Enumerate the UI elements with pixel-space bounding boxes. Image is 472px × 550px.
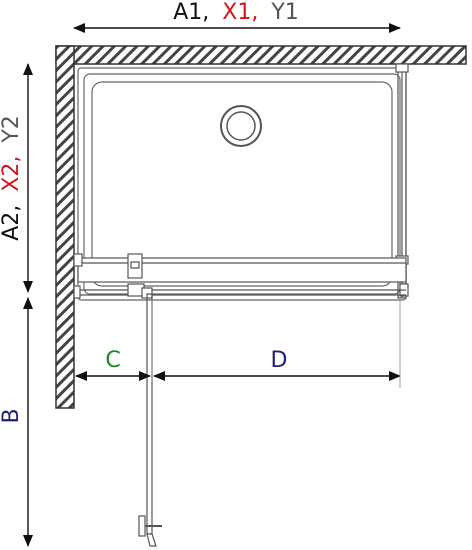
door-glass bbox=[146, 293, 153, 535]
mid-bar-clamp-inner bbox=[130, 261, 140, 269]
mid-bar-clamp bbox=[127, 253, 143, 279]
drain-outer bbox=[220, 105, 262, 147]
left-label-x2: X2, bbox=[0, 156, 24, 192]
door-handle-knob bbox=[138, 515, 146, 537]
right-top-clamp bbox=[395, 63, 409, 73]
stabilizer-bar bbox=[77, 257, 407, 283]
top-label-y1: Y1 bbox=[270, 0, 298, 25]
glass-panels bbox=[73, 63, 409, 299]
top-label-a1: A1, bbox=[173, 0, 209, 25]
left-label-a2: A2, bbox=[0, 205, 24, 241]
drain-inner bbox=[226, 111, 256, 141]
left-wall bbox=[55, 45, 75, 409]
wall-group bbox=[55, 45, 467, 409]
left-bar-clamp bbox=[73, 253, 83, 267]
left-rail-clamp bbox=[73, 285, 81, 299]
d-dimension-label: D bbox=[271, 348, 288, 373]
hinged-door bbox=[138, 293, 162, 547]
b-dimension-label: B bbox=[0, 408, 24, 423]
left-label-y2: Y2 bbox=[0, 115, 24, 143]
top-dimension-label: A1, X1, Y1 bbox=[173, 0, 299, 25]
top-wall bbox=[55, 45, 467, 65]
tray-inner bbox=[91, 81, 393, 287]
tray-rim bbox=[83, 73, 401, 295]
dimension-lines bbox=[23, 23, 401, 547]
c-dimension-label: C bbox=[105, 348, 120, 373]
door-bottom-seal bbox=[146, 533, 157, 547]
top-label-x1: X1, bbox=[222, 0, 258, 25]
left-dimension-label: A2, X2, Y2 bbox=[0, 115, 24, 241]
